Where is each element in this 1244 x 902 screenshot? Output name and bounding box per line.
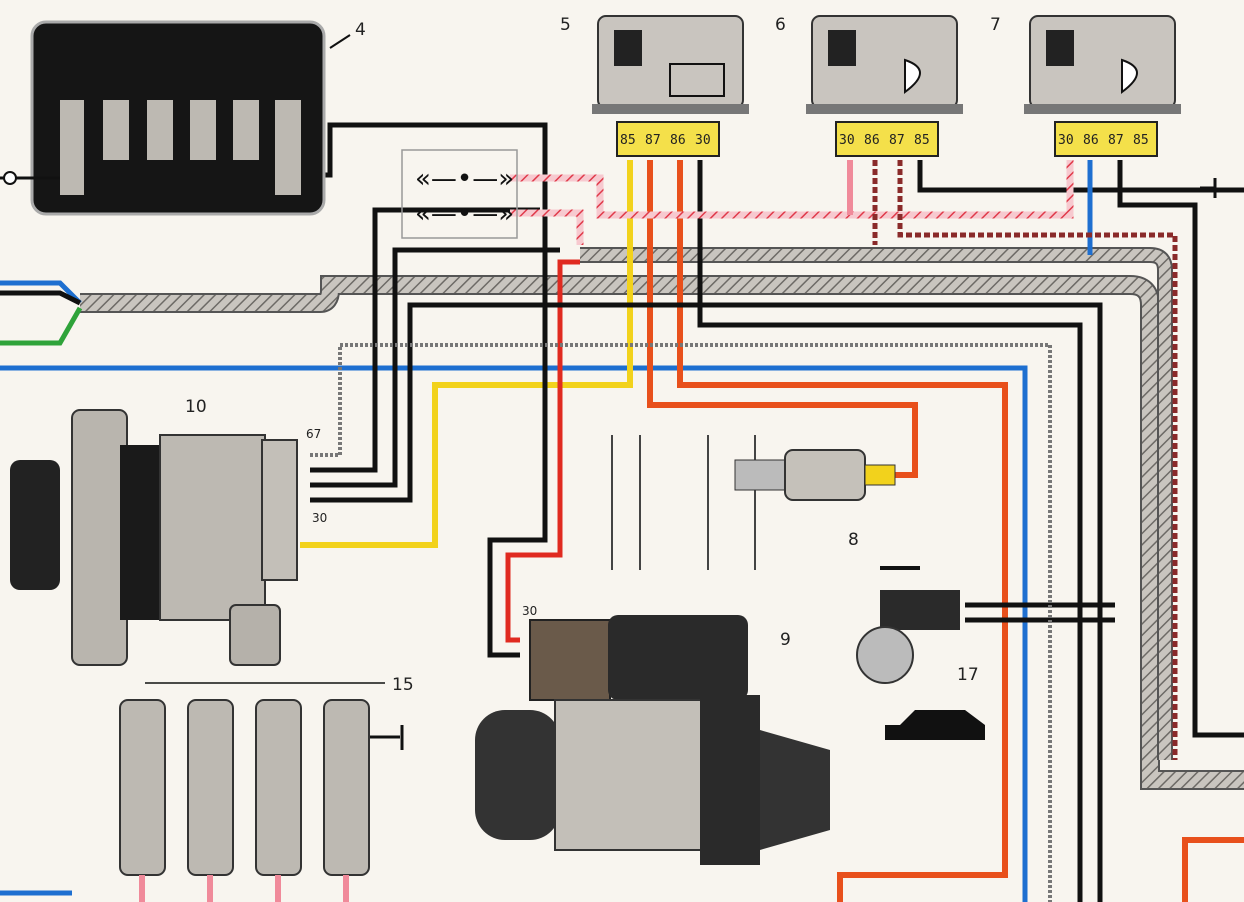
relay-6-pin: 86 [864, 133, 880, 148]
relay-6-pin: 85 [914, 133, 930, 148]
relay-5-pin: 85 [620, 133, 636, 148]
relay-7: 7 30 86 87 85 [990, 15, 1181, 157]
relay-6-pin: 30 [839, 133, 855, 148]
relay-7-pin: 87 [1108, 133, 1124, 148]
spark-plugs: 15 [119, 675, 414, 902]
label-generator-terminal-67: 67 [306, 427, 321, 441]
relay-5: 5 85 87 86 30 [560, 15, 749, 157]
label-generator-number: 10 [185, 397, 207, 417]
label-starter-terminal-30: 30 [522, 604, 537, 618]
label-sensor-number: 8 [848, 530, 859, 550]
label-relay-7-number: 7 [990, 15, 1001, 35]
relay-7-pin: 85 [1133, 133, 1149, 148]
main-harness [80, 247, 1244, 790]
svg-text:«—•—»: «—•—» [415, 199, 514, 229]
label-relay-6-number: 6 [775, 15, 786, 35]
relay-5-pin: 87 [645, 133, 661, 148]
relay-7-pin: 30 [1058, 133, 1074, 148]
relay-5-pin: 86 [670, 133, 686, 148]
label-spark-plugs-number: 15 [392, 675, 414, 695]
wires [0, 122, 1244, 902]
generator: 10 67 30 [10, 397, 327, 666]
label-starter-number: 9 [780, 630, 791, 650]
fuse-box: 4 [0, 20, 366, 216]
label-relay-5-number: 5 [560, 15, 571, 35]
connector-block [401, 149, 518, 239]
relay-6: 6 30 86 87 85 [775, 15, 963, 157]
car-icon [885, 710, 985, 740]
svg-text:«—•—»: «—•—» [415, 164, 514, 194]
idle-valve: 17 [856, 566, 985, 740]
label-valve-number: 17 [957, 665, 979, 685]
label-generator-terminal-30: 30 [312, 511, 327, 525]
oil-pressure-sensor: 8 [611, 435, 896, 570]
relay-6-pin: 87 [889, 133, 905, 148]
label-fuse-box-number: 4 [355, 20, 366, 40]
relay-7-pin: 86 [1083, 133, 1099, 148]
starter: 9 30 [475, 604, 830, 865]
relay-5-pin: 30 [695, 133, 711, 148]
